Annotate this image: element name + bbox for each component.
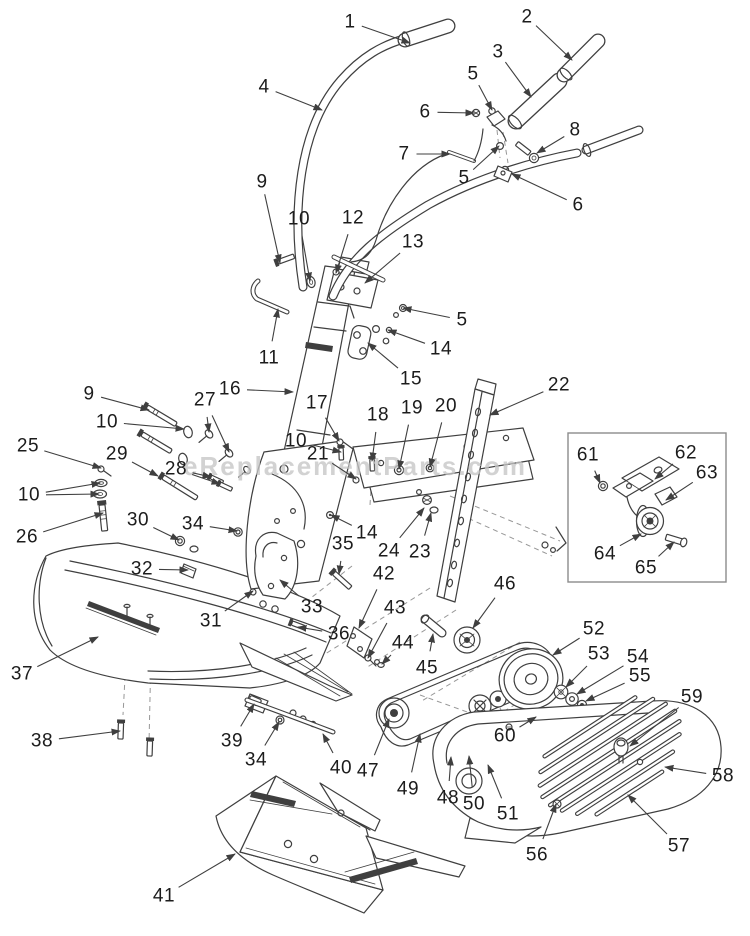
inset-detail-box: [567, 432, 727, 583]
belt-drive: [346, 614, 588, 772]
deflector-panel: [215, 775, 466, 914]
depth-stake: [436, 378, 497, 603]
shield-hardware: [117, 693, 336, 757]
tine-shield: [33, 542, 353, 702]
handlebar-assembly: [250, 18, 644, 315]
